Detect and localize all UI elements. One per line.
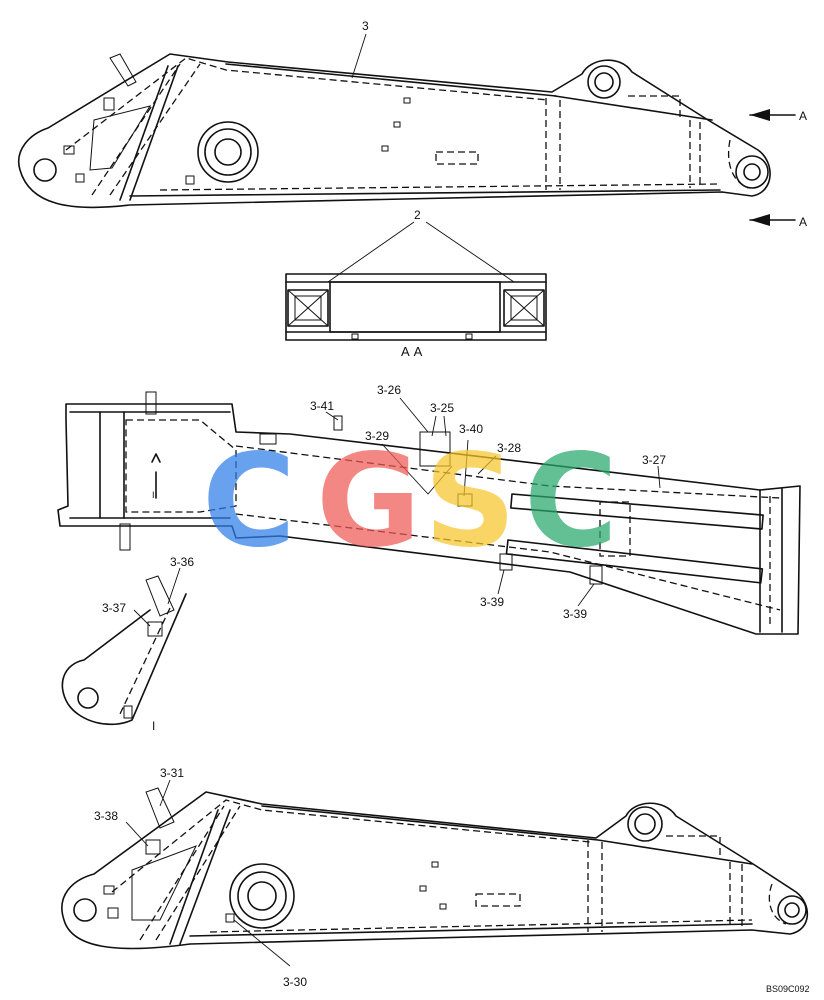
section-arrow-upper [749,109,796,121]
section-arrow-lower [749,214,796,226]
watermark-letter-3: S [424,427,516,576]
leader-2 [327,221,515,283]
callout-3-37: 3-37 [102,601,126,615]
section-aa-view [285,273,547,341]
callout-3-39-right: 3-39 [563,607,587,621]
callout-3-25: 3-25 [430,401,454,415]
boom-side-view-bottom [61,787,809,950]
leader-3-38 [125,821,149,847]
leader-3-30 [233,919,291,967]
callout-3-27: 3-27 [642,453,666,467]
callout-3-41: 3-41 [310,399,334,413]
detail-i-view [61,575,187,726]
callout-3-39-left: 3-39 [480,595,504,609]
detail-label: I [152,719,155,733]
boom-side-view-top [17,53,771,209]
detail-ref-label: I [152,490,155,500]
boom-plan-view [57,391,801,635]
callout-2: 2 [414,208,421,222]
section-arrow-upper-label: A [799,109,807,123]
leader-3-31 [159,779,171,807]
watermark-letter-4: C [524,427,618,576]
section-arrow-lower-label: A [799,215,807,229]
callout-3-28: 3-28 [497,441,521,455]
section-title-aa: AA [401,344,426,359]
callout-3-40: 3-40 [459,422,483,436]
leader-3 [351,33,367,79]
callout-3-30: 3-30 [283,975,307,989]
callout-3-29: 3-29 [365,429,389,443]
cgsc-watermark-logo: C G S C [202,427,618,576]
leader-3-37 [133,609,151,627]
middle-leaders [325,397,661,607]
callout-3: 3 [362,19,369,33]
leader-3-36 [167,567,181,605]
drawing-code: BS09C092 [766,984,810,994]
callout-3-31: 3-31 [160,766,184,780]
callout-3-38: 3-38 [94,809,118,823]
watermark-letter-1: C [202,427,296,576]
callout-3-26: 3-26 [377,383,401,397]
watermark-letter-2: G [316,427,421,576]
callout-3-36: 3-36 [170,555,194,569]
